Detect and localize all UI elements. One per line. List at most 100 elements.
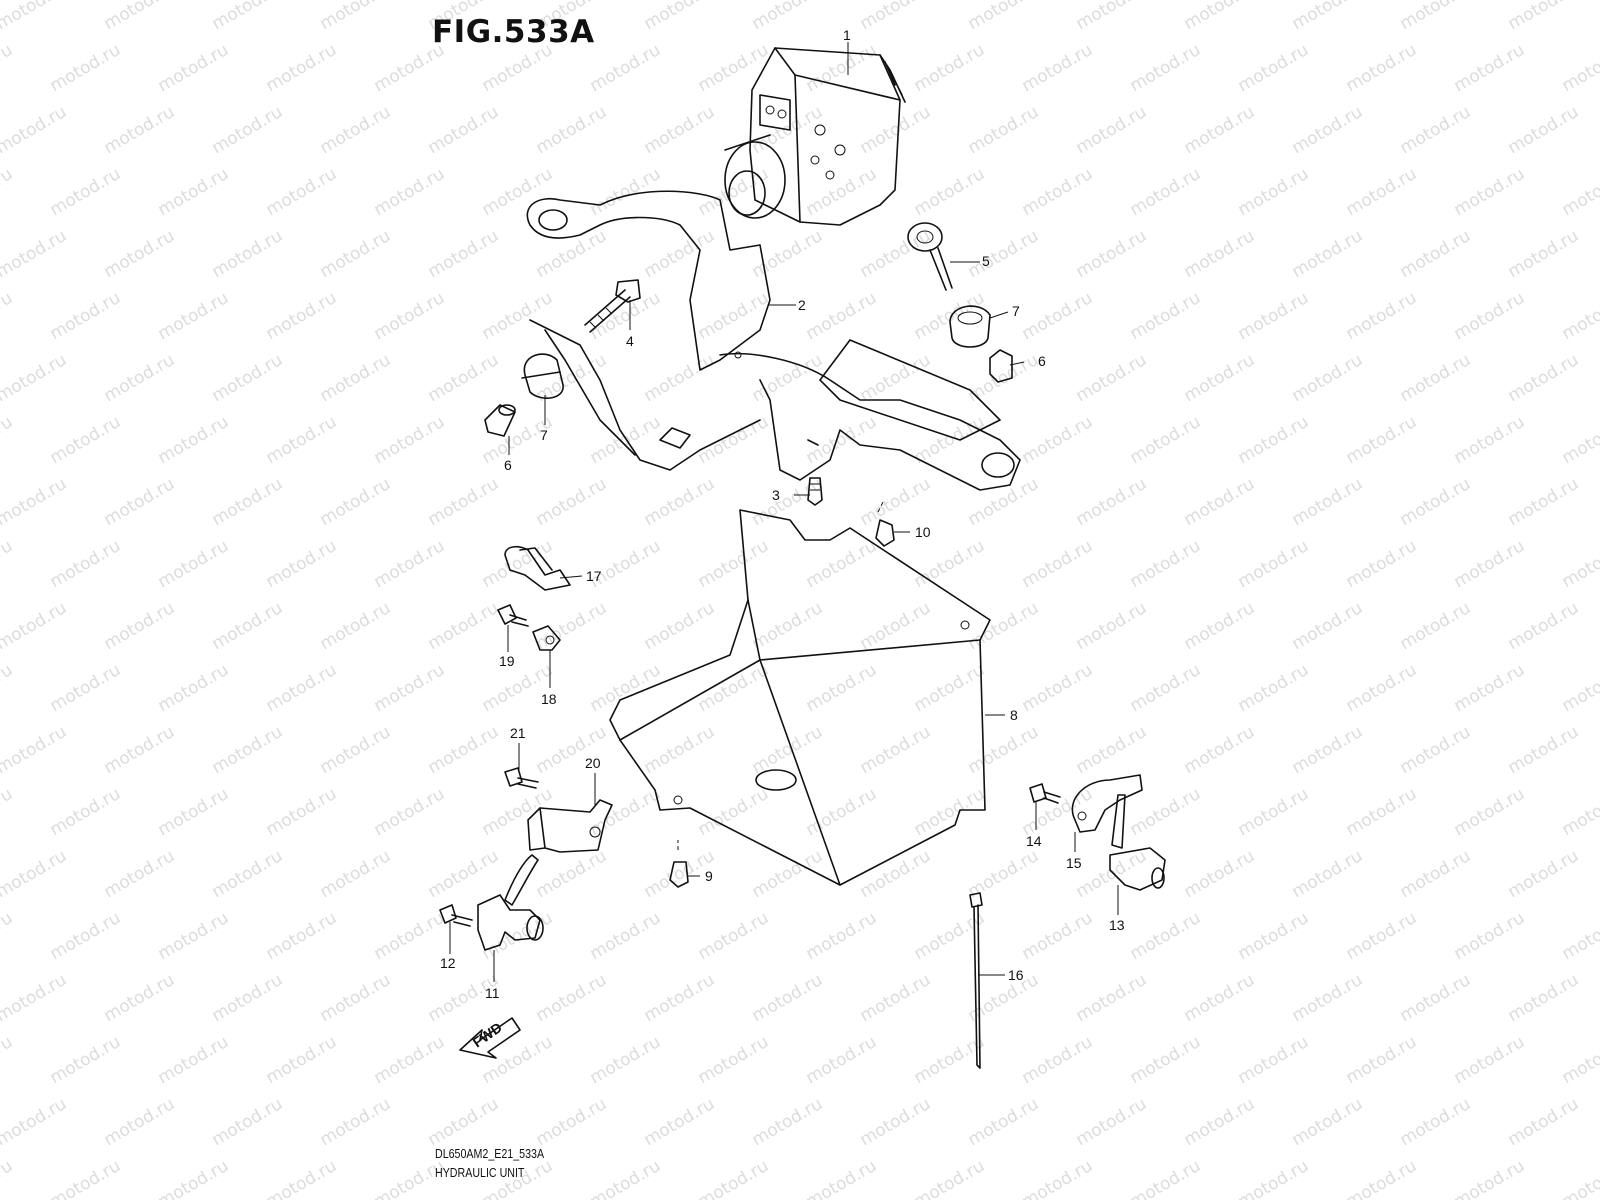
watermark-text: motod.ru [1343, 1156, 1421, 1200]
watermark-text: motod.ru [695, 784, 773, 840]
watermark-text: motod.ru [101, 350, 179, 406]
watermark-text: motod.ru [0, 412, 16, 468]
watermark-text: motod.ru [911, 784, 989, 840]
callout-1: 1 [843, 27, 851, 43]
watermark-text: motod.ru [641, 598, 719, 654]
watermark-text: motod.ru [371, 536, 449, 592]
bolt-part-9 [669, 840, 689, 888]
watermark-text: motod.ru [1451, 40, 1529, 96]
watermark-text: motod.ru [749, 226, 827, 282]
watermark-text: motod.ru [1451, 412, 1529, 468]
watermark-text: motod.ru [1019, 1156, 1097, 1200]
watermark-text: motod.ru [1181, 722, 1259, 778]
callout-13: 13 [1109, 917, 1125, 933]
watermark-text: motod.ru [263, 1156, 341, 1200]
diagram-name: HYDRAULIC UNIT [435, 1165, 525, 1180]
watermark-text: motod.ru [695, 288, 773, 344]
watermark-text: motod.ru [1451, 908, 1529, 964]
watermark-text: motod.ru [587, 784, 665, 840]
watermark-text: motod.ru [0, 1094, 70, 1150]
watermark-text: motod.ru [0, 1032, 16, 1088]
watermark-text: motod.ru [101, 598, 179, 654]
watermark-text: motod.ru [0, 970, 70, 1026]
callout-20: 20 [585, 755, 601, 771]
watermark-text: motod.ru [0, 226, 70, 282]
tray-part-8 [609, 509, 991, 886]
watermark-text: motod.ru [155, 1156, 233, 1200]
watermark-text: motod.ru [857, 226, 935, 282]
watermark-text: motod.ru [47, 784, 125, 840]
watermark-text: motod.ru [101, 474, 179, 530]
watermark-text: motod.ru [209, 970, 287, 1026]
watermark-text: motod.ru [1181, 102, 1259, 158]
watermark-text: motod.ru [1019, 164, 1097, 220]
watermark-text: motod.ru [911, 1156, 989, 1200]
watermark-text: motod.ru [1235, 660, 1313, 716]
watermark-text: motod.ru [47, 1156, 125, 1200]
watermark-text: motod.ru [1397, 970, 1475, 1026]
watermark-text: motod.ru [209, 598, 287, 654]
watermark-text: motod.ru [101, 1094, 179, 1150]
watermark-text: motod.ru [1343, 1032, 1421, 1088]
watermark-text: motod.ru [803, 536, 881, 592]
watermark-text: motod.ru [965, 226, 1043, 282]
watermark-text: motod.ru [0, 846, 70, 902]
watermark-text: motod.ru [101, 0, 179, 34]
watermark-text: motod.ru [1127, 1032, 1205, 1088]
watermark-text: motod.ru [1505, 0, 1583, 34]
grommet-part-7-right [949, 305, 991, 348]
watermark-text: motod.ru [857, 1094, 935, 1150]
watermark-text: motod.ru [209, 1094, 287, 1150]
watermark-text: motod.ru [155, 536, 233, 592]
watermark-text: motod.ru [1343, 412, 1421, 468]
watermark-text: motod.ru [1181, 350, 1259, 406]
watermark-text: motod.ru [1397, 350, 1475, 406]
watermark-text: motod.ru [533, 970, 611, 1026]
callout-8: 8 [1010, 707, 1018, 723]
watermark-text: motod.ru [695, 536, 773, 592]
watermark-text: motod.ru [425, 722, 503, 778]
watermark-text: motod.ru [749, 1094, 827, 1150]
watermark-text: motod.ru [263, 660, 341, 716]
callout-3: 3 [772, 487, 780, 503]
watermark-text: motod.ru [1451, 536, 1529, 592]
watermark-text: motod.ru [1235, 412, 1313, 468]
watermark-text: motod.ru [425, 226, 503, 282]
watermark-text: motod.ru [155, 1032, 233, 1088]
watermark-text: motod.ru [1181, 474, 1259, 530]
watermark-text: motod.ru [1181, 1094, 1259, 1150]
watermark-text: motod.ru [0, 536, 16, 592]
callout-14: 14 [1026, 833, 1042, 849]
bolt-part-5 [907, 222, 953, 291]
watermark-text: motod.ru [1397, 226, 1475, 282]
watermark-text: motod.ru [911, 412, 989, 468]
watermark-text: motod.ru [1127, 536, 1205, 592]
callout-18: 18 [541, 691, 557, 707]
watermark-text: motod.ru [1289, 722, 1367, 778]
watermark-text: motod.ru [695, 908, 773, 964]
watermark-text: motod.ru [641, 970, 719, 1026]
watermark-text: motod.ru [1073, 474, 1151, 530]
watermark-text: motod.ru [1073, 970, 1151, 1026]
watermark-text: motod.ru [803, 40, 881, 96]
watermark-text: motod.ru [209, 722, 287, 778]
watermark-text: motod.ru [1019, 412, 1097, 468]
watermark-text: motod.ru [317, 598, 395, 654]
clip-nut-part-10 [875, 499, 895, 547]
callout-7-right: 7 [1012, 303, 1020, 319]
watermark-text: motod.ru [209, 846, 287, 902]
watermark-text: motod.ru [263, 536, 341, 592]
watermark-text: motod.ru [1181, 0, 1259, 34]
watermark-text: motod.ru [1397, 102, 1475, 158]
watermark-text: motod.ru [1019, 660, 1097, 716]
watermark-text: motod.ru [0, 474, 70, 530]
watermark-text: motod.ru [101, 226, 179, 282]
watermark-text: motod.ru [857, 102, 935, 158]
callout-7-left: 7 [540, 427, 548, 443]
watermark-text: motod.ru [1559, 40, 1600, 96]
watermark-text: motod.ru [1127, 40, 1205, 96]
watermark-text: motod.ru [0, 908, 16, 964]
leader-lines [449, 42, 1119, 982]
callout-19: 19 [499, 653, 515, 669]
watermark-text: motod.ru [1559, 1032, 1600, 1088]
